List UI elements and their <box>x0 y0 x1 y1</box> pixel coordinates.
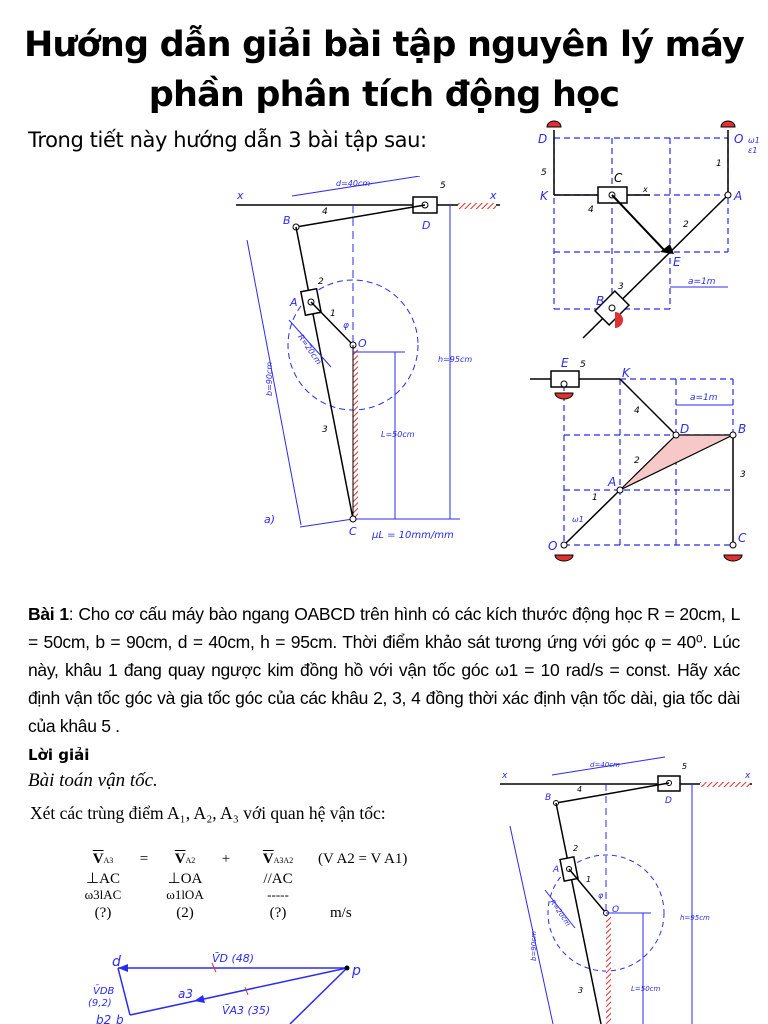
svg-text:O: O <box>612 905 619 915</box>
svg-text:A: A <box>607 475 616 489</box>
svg-text:A: A <box>552 865 559 875</box>
svg-text:C: C <box>738 531 747 545</box>
velocity-polygon: d p V̄D (48) V̄DB (9,2) a3 V̄A3 (35) b b… <box>88 952 361 1024</box>
svg-text:a3: a3 <box>178 987 193 1001</box>
svg-text:L=50cm: L=50cm <box>631 985 661 993</box>
svg-text:ω1: ω1 <box>748 136 760 145</box>
svg-text:h=95cm: h=95cm <box>438 355 472 364</box>
svg-text:a=1m: a=1m <box>688 277 716 287</box>
svg-text:A: A <box>733 189 742 203</box>
problem-text: : Cho cơ cấu máy bào ngang OABCD trên hì… <box>28 604 741 736</box>
svg-text:D: D <box>680 422 689 436</box>
svg-text:b: b <box>116 1013 124 1024</box>
svg-text:b=90cm: b=90cm <box>265 362 274 396</box>
svg-text:x: x <box>236 189 244 202</box>
svg-text:a): a) <box>264 513 275 526</box>
figure-b-mechanism: D O ω1 ε1 K C x A E B 5 1 4 2 3 a=1m <box>538 120 760 339</box>
svg-text:D: D <box>538 132 547 146</box>
svg-text:5: 5 <box>440 181 446 191</box>
svg-text:B: B <box>283 214 291 227</box>
svg-text:3: 3 <box>322 425 328 435</box>
svg-text:1: 1 <box>716 159 722 169</box>
page-title: Hướng dẫn giải bài tập nguyên lý máy phầ… <box>0 20 768 120</box>
figure-c-mechanism: E 5 K D B A O C 4 2 3 1 ω1 a=1m <box>530 356 747 562</box>
svg-text:O: O <box>734 132 743 146</box>
svg-text:D: D <box>422 219 430 232</box>
svg-text:p: p <box>351 963 361 979</box>
svg-text:R=20cm: R=20cm <box>548 898 572 928</box>
svg-text:K: K <box>622 366 631 380</box>
figure-a-repeat: x x D 5 4 B d=40cm 3 A 2 1 φ O L=50cm h=… <box>500 756 752 1024</box>
problem-statement: Bài 1: Cho cơ cấu máy bào ngang OABCD tr… <box>28 600 740 740</box>
svg-text:A: A <box>289 296 298 309</box>
svg-text:φ: φ <box>343 321 349 331</box>
intro-text: Trong tiết này hướng dẫn 3 bài tập sau: <box>28 128 427 152</box>
svg-text:5: 5 <box>541 168 547 178</box>
svg-text:L=50cm: L=50cm <box>381 430 415 439</box>
svg-text:3: 3 <box>618 282 624 292</box>
svg-text:B: B <box>738 422 746 436</box>
svg-text:O: O <box>548 539 557 553</box>
svg-text:(9,2): (9,2) <box>88 998 112 1009</box>
svg-text:ε1: ε1 <box>748 146 757 155</box>
svg-text:φ: φ <box>598 891 604 900</box>
svg-text:d: d <box>112 954 121 970</box>
velocity-equation: VA3 = VA2 + VA3A2 (V A2 = V A1) ⊥AC ⊥OA … <box>84 851 408 921</box>
svg-text:x: x <box>501 771 508 781</box>
svg-text:O: O <box>358 337 367 350</box>
svg-text:V̄A3 (35): V̄A3 (35) <box>222 1004 270 1017</box>
svg-text:3: 3 <box>740 470 746 480</box>
svg-text:b2: b2 <box>96 1013 111 1024</box>
svg-text:x: x <box>744 771 751 781</box>
svg-text:4: 4 <box>577 785 582 794</box>
svg-text:D: D <box>665 796 672 806</box>
svg-text:1: 1 <box>586 875 591 884</box>
svg-text:E: E <box>673 255 681 269</box>
svg-text:E: E <box>561 356 569 370</box>
figure-a-mechanism: x x D 5 4 B d=40cm 3 A 2 1 φ O R=20cm b=… <box>236 176 500 541</box>
svg-text:5: 5 <box>580 360 586 370</box>
svg-text:h=95cm: h=95cm <box>680 914 710 922</box>
svg-text:1: 1 <box>592 493 598 503</box>
svg-text:x: x <box>489 189 497 202</box>
svg-text:2: 2 <box>318 277 324 287</box>
svg-text:2: 2 <box>634 456 640 466</box>
title-line-1: Hướng dẫn giải bài tập nguyên lý máy <box>23 25 745 65</box>
svg-text:K: K <box>540 189 549 203</box>
svg-text:C: C <box>614 171 623 185</box>
svg-text:B: B <box>545 793 551 803</box>
svg-text:3: 3 <box>578 986 583 995</box>
svg-text:1: 1 <box>330 309 336 319</box>
svg-text:2: 2 <box>683 220 689 230</box>
svg-text:V̄D (48): V̄D (48) <box>212 952 254 965</box>
title-line-2: phần phân tích động học <box>148 75 620 115</box>
problem-label: Bài 1 <box>28 604 69 624</box>
velocity-subheading: Bài toán vận tốc. <box>28 770 158 791</box>
svg-text:b=90cm: b=90cm <box>530 931 538 961</box>
svg-text:d=40cm: d=40cm <box>590 761 620 769</box>
svg-text:V̄DB: V̄DB <box>93 984 115 997</box>
svg-text:2: 2 <box>573 844 578 853</box>
svg-text:4: 4 <box>322 207 328 217</box>
svg-text:ω1: ω1 <box>572 515 584 524</box>
svg-text:μL = 10mm/mm: μL = 10mm/mm <box>371 530 454 541</box>
svg-text:x: x <box>642 185 648 194</box>
svg-text:C: C <box>349 525 357 538</box>
svg-text:5: 5 <box>682 762 687 771</box>
svg-text:4: 4 <box>634 406 640 416</box>
coincident-points-text: Xét các trùng điểm A₁, A₂, A₃ với quan h… <box>30 803 386 823</box>
svg-text:4: 4 <box>588 205 594 215</box>
svg-text:d=40cm: d=40cm <box>336 179 370 188</box>
svg-text:a=1m: a=1m <box>690 393 718 403</box>
svg-text:B: B <box>596 294 604 308</box>
solution-heading: Lời giải <box>28 746 90 764</box>
